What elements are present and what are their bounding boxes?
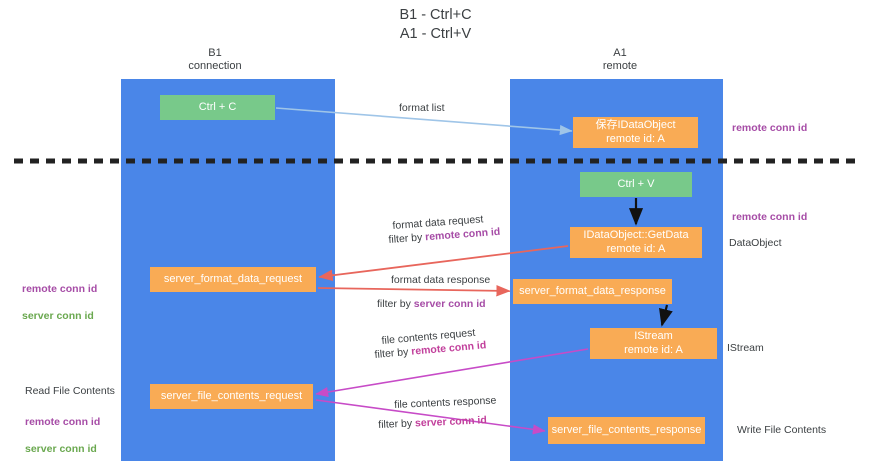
annotation-remote-conn-id-left-2: remote conn id — [25, 415, 101, 428]
filter-by-text-3: filter by — [374, 345, 412, 361]
edge-label-format-data-response: format data response — [391, 274, 491, 286]
edge-label-filter-by-server-conn-id-1: filter by server conn id — [377, 297, 486, 311]
annotation-istream: IStream — [727, 342, 764, 354]
annotation-dataobject: DataObject — [729, 237, 782, 249]
filter-by-text-4: filter by — [378, 417, 416, 431]
node-idataobject-getdata[interactable]: IDataObject::GetData remote id: A — [570, 227, 702, 258]
annotation-server-conn-id-left-2: server conn id — [25, 442, 97, 455]
server-conn-id-highlight-2: server conn id — [414, 414, 488, 430]
node-server-format-data-response[interactable]: server_format_data_response — [513, 279, 672, 304]
annotation-left-conn-ids-bottom: remote conn id server conn id — [25, 402, 100, 470]
filter-by-text-1: filter by — [388, 231, 426, 246]
remote-conn-id-highlight-1: remote conn id — [424, 225, 501, 244]
lane-header-a1: A1 remote — [602, 47, 638, 72]
node-istream[interactable]: IStream remote id: A — [590, 328, 717, 359]
arrow-format-data-response — [317, 285, 511, 297]
annotation-read-file-contents: Read File Contents — [25, 385, 115, 397]
node-ctrl-v[interactable]: Ctrl + V — [580, 172, 692, 197]
lane-header-b1: B1 connection — [188, 47, 242, 72]
edge-label-file-contents-response: file contents response — [394, 394, 497, 411]
node-save-idataobject[interactable]: 保存IDataObject remote id: A — [573, 117, 698, 148]
annotation-remote-conn-id-top: remote conn id — [732, 122, 808, 134]
annotation-remote-conn-id-left-1: remote conn id — [22, 282, 98, 295]
node-server-file-contents-response[interactable]: server_file_contents_response — [548, 417, 705, 444]
filter-by-text-2: filter by — [377, 298, 414, 310]
node-server-format-data-request[interactable]: server_format_data_request — [150, 267, 316, 292]
node-server-file-contents-request[interactable]: server_file_contents_request — [150, 384, 313, 409]
page-title: B1 - Ctrl+C A1 - Ctrl+V — [399, 7, 472, 42]
annotation-remote-conn-id-mid: remote conn id — [732, 211, 808, 223]
edge-label-format-list: format list — [399, 102, 445, 114]
annotation-write-file-contents: Write File Contents — [737, 424, 827, 436]
annotation-server-conn-id-left-1: server conn id — [22, 309, 94, 322]
annotation-left-conn-ids-mid: remote conn id server conn id — [22, 269, 97, 337]
edge-label-filter-by-server-conn-id-2: filter by server conn id — [378, 413, 487, 432]
node-ctrl-c[interactable]: Ctrl + C — [160, 95, 275, 120]
server-conn-id-highlight-1: server conn id — [413, 298, 486, 310]
